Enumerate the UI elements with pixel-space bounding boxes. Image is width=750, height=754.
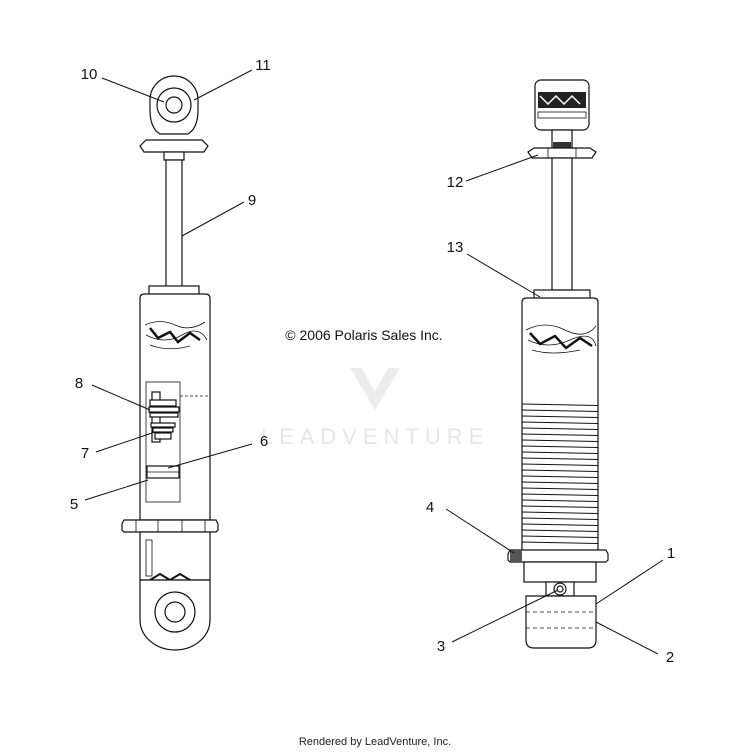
spring-coil bbox=[521, 433, 599, 436]
spring-coil bbox=[521, 451, 599, 454]
callout-2: 2 bbox=[666, 649, 674, 666]
callout-13: 13 bbox=[447, 239, 464, 256]
spring-coil bbox=[521, 421, 599, 424]
left-neck bbox=[163, 151, 185, 161]
spring-coil bbox=[521, 517, 599, 520]
spring-coil bbox=[521, 463, 599, 466]
right-shock-assembly bbox=[507, 79, 609, 649]
left-top-flange bbox=[139, 139, 209, 153]
spring-coil bbox=[521, 529, 599, 532]
right-preload-collar bbox=[507, 549, 609, 563]
left-shock-assembly bbox=[121, 75, 219, 651]
spring-coil bbox=[521, 457, 599, 460]
callout-12: 12 bbox=[447, 174, 464, 191]
left-lower-body bbox=[139, 531, 211, 581]
left-piston-stack bbox=[146, 391, 180, 479]
spring-coil bbox=[521, 469, 599, 472]
spring-coil bbox=[521, 439, 599, 442]
spring-coil bbox=[521, 415, 599, 418]
spring-coil bbox=[521, 523, 599, 526]
footer-credit: Rendered by LeadVenture, Inc. bbox=[298, 736, 452, 748]
callout-5: 5 bbox=[70, 496, 78, 513]
spring-coil bbox=[521, 493, 599, 496]
right-bottom-clevis bbox=[525, 595, 597, 649]
callout-4: 4 bbox=[426, 499, 434, 516]
right-lower-body bbox=[523, 561, 597, 583]
spring-coil bbox=[521, 409, 599, 412]
spring-coil bbox=[521, 505, 599, 508]
spring-coil bbox=[521, 445, 599, 448]
spring-coil bbox=[521, 403, 599, 406]
right-spring-coils bbox=[521, 403, 599, 544]
spring-coil bbox=[521, 481, 599, 484]
leader-lines bbox=[84, 69, 664, 655]
callout-8: 8 bbox=[75, 375, 83, 392]
left-body-logo bbox=[144, 321, 208, 350]
right-shaft bbox=[551, 157, 573, 291]
callout-9: 9 bbox=[248, 192, 256, 209]
left-top-eye-inner bbox=[165, 96, 183, 114]
callout-10: 10 bbox=[81, 66, 98, 83]
left-bottom-eye-inner bbox=[164, 601, 186, 623]
right-top-washer bbox=[527, 147, 597, 159]
spring-coil bbox=[521, 511, 599, 514]
copyright-text: © 2006 Polaris Sales Inc. bbox=[285, 327, 442, 343]
callout-6: 6 bbox=[260, 433, 268, 450]
leadventure-watermark: LEADVENTURE bbox=[261, 368, 490, 449]
left-shaft bbox=[165, 159, 183, 289]
spring-coil bbox=[521, 541, 599, 544]
spring-coil bbox=[521, 487, 599, 490]
spring-coil bbox=[521, 535, 599, 538]
spring-coil bbox=[521, 499, 599, 502]
callout-numbers: 10 11 9 8 7 6 5 12 13 4 1 3 2 bbox=[70, 57, 675, 666]
left-cutaway-window bbox=[145, 381, 181, 503]
callout-3: 3 bbox=[437, 638, 445, 655]
callout-1: 1 bbox=[667, 545, 675, 562]
callout-7: 7 bbox=[81, 445, 89, 462]
callout-11: 11 bbox=[255, 57, 271, 74]
leadventure-logo-icon bbox=[350, 368, 400, 410]
spring-coil bbox=[521, 427, 599, 430]
watermark-text: LEADVENTURE bbox=[261, 424, 490, 449]
left-adjuster-ring bbox=[121, 519, 219, 533]
spring-coil bbox=[521, 475, 599, 478]
